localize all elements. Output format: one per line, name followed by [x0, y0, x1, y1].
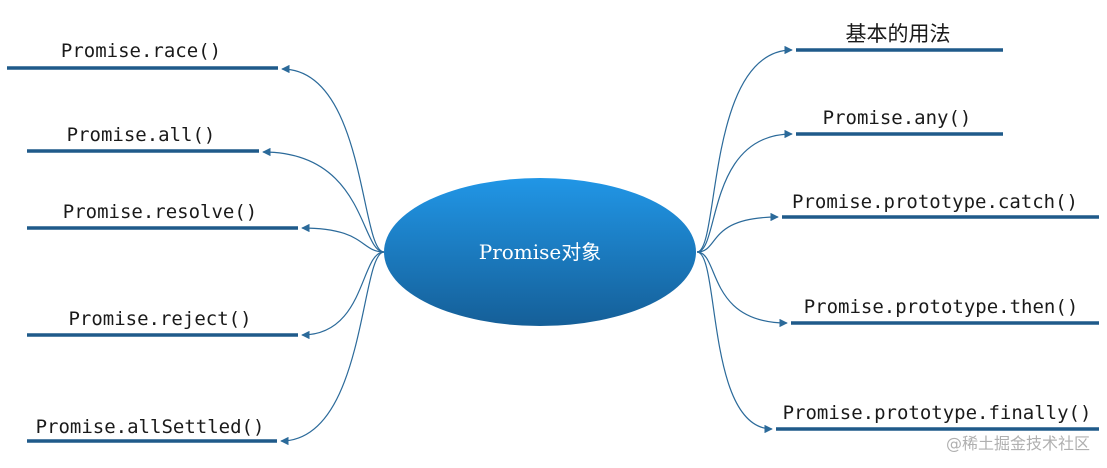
- left-branch-label-3: Promise.resolve(): [63, 201, 257, 223]
- left-branch-label-4: Promise.reject(): [68, 308, 251, 330]
- left-branch-label-1: Promise.race(): [61, 40, 221, 62]
- connector-right-1: [696, 45, 793, 253]
- left-branches: Promise.race() Promise.all() Promise.res…: [7, 40, 298, 443]
- right-branch-label-4: Promise.prototype.then(): [804, 296, 1079, 318]
- right-branch-label-2: Promise.any(): [823, 107, 972, 129]
- connector-right-3: [696, 212, 779, 253]
- left-branch-label-5: Promise.allSettled(): [36, 416, 265, 438]
- center-label: Promise对象: [479, 240, 602, 264]
- right-branches: 基本的用法 Promise.any() Promise.prototype.ca…: [776, 22, 1099, 431]
- connector-right-5: [696, 251, 773, 434]
- connector-right-2: [696, 129, 793, 253]
- connectors: [262, 45, 793, 446]
- connector-left-5: [280, 251, 385, 446]
- center-node: Promise对象: [384, 178, 696, 326]
- connector-left-3: [301, 223, 385, 253]
- connector-left-1: [281, 64, 385, 253]
- connector-left-4: [301, 251, 385, 340]
- connector-right-4: [696, 251, 788, 328]
- connector-left-2: [262, 147, 385, 253]
- right-branch-label-3: Promise.prototype.catch(): [792, 191, 1078, 213]
- center-ellipse: [384, 178, 696, 326]
- watermark-text: @稀土掘金技术社区: [946, 434, 1090, 453]
- right-branch-label-1: 基本的用法: [846, 22, 951, 46]
- right-branch-label-5: Promise.prototype.finally(): [783, 402, 1092, 424]
- left-branch-label-2: Promise.all(): [67, 124, 216, 146]
